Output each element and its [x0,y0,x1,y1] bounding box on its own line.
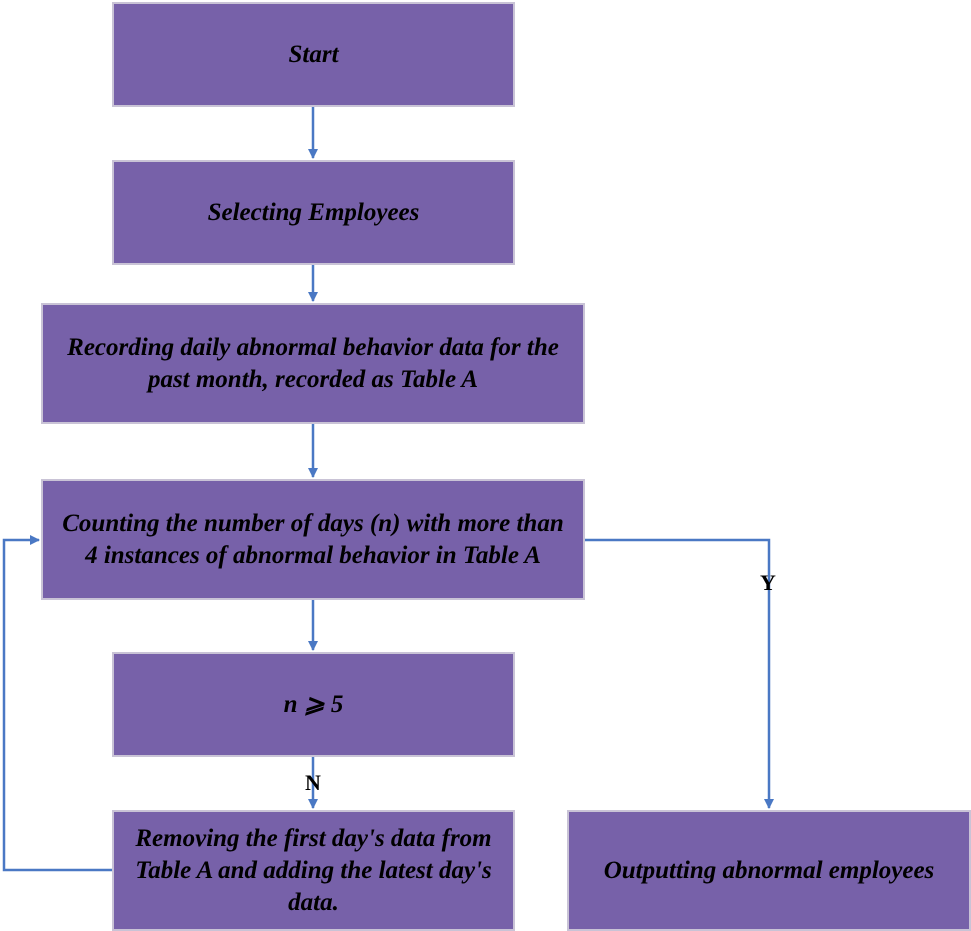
output-abnormal-employees-node: Outputting abnormal employees [567,810,971,931]
recording-data-node: Recording daily abnormal behavior data f… [41,303,585,424]
edge-label-no: N [305,770,321,795]
condition-node: n ⩾ 5 [112,652,515,757]
selecting-employees-node: Selecting Employees [112,160,515,265]
arrow-remove-loop-back-to-count [2,535,112,872]
edge-label-yes: Y [760,570,776,595]
start-node: Start [112,2,515,107]
counting-days-node: Counting the number of days (n) with mor… [41,479,585,600]
removing-first-day-node: Removing the first day's data from Table… [112,810,515,931]
arrow-count-yes-to-output [585,538,774,809]
